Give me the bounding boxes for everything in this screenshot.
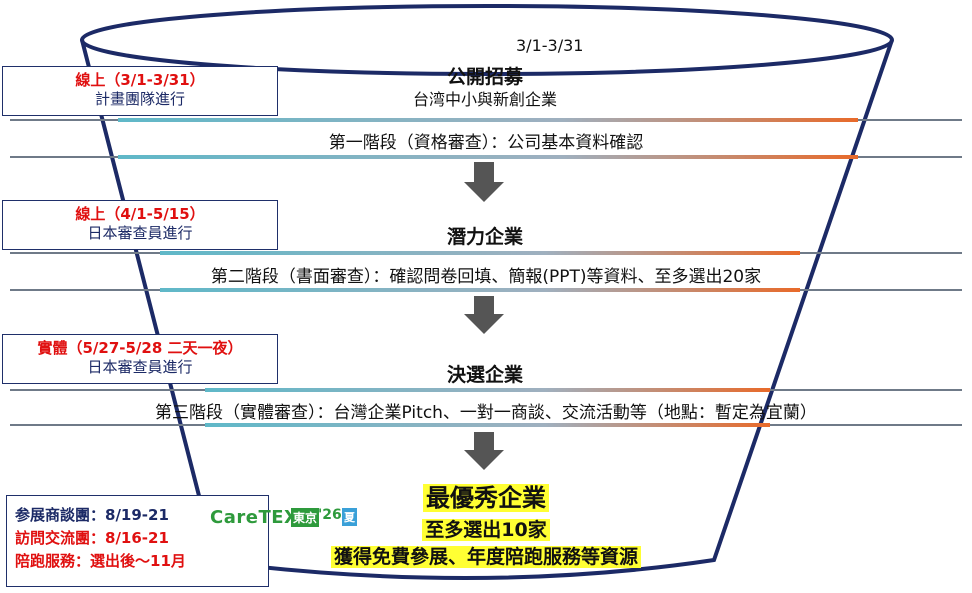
caretex-year: '26 xyxy=(318,507,342,523)
final-title-text: 最優秀企業 xyxy=(423,484,549,512)
box1-team: 計畫團隊進行 xyxy=(94,90,185,108)
stage2-title: 潛力企業 xyxy=(446,226,523,248)
box-online-1: 線上（3/1-3/31） 計畫團隊進行 xyxy=(2,66,278,116)
stage1-subtitle: 台湾中小與新創企業 xyxy=(412,90,557,109)
box1-date: 線上（3/1-3/31） xyxy=(75,71,205,89)
final-title: 最優秀企業 xyxy=(0,478,972,513)
stage1-title: 公開招募 xyxy=(446,66,523,88)
down-arrow-icon xyxy=(464,162,504,202)
funnel-rim xyxy=(80,4,894,76)
final-line1: 至多選出10家 xyxy=(0,515,972,542)
box-onsite-3: 實體（5/27-5/28 二天一夜） 日本審查員進行 xyxy=(2,334,278,384)
exhibit-row-2: 訪問交流團：8/16-21 xyxy=(15,529,169,547)
stage3-title: 決選企業 xyxy=(446,364,523,386)
caretex-logo: CareTEX xyxy=(210,507,299,528)
phase1-label: 第一階段（資格審查）：公司基本資料確認 xyxy=(328,133,644,153)
exhibit-row-3: 陪跑服務：選出後～11月 xyxy=(15,552,186,570)
final-line1-text: 至多選出10家 xyxy=(422,519,550,541)
box3-team: 日本審查員進行 xyxy=(87,358,193,376)
phase3-label: 第三階段（實體審查）：台灣企業Pitch、一對一商談、交流活動等（地點：暫定為宜… xyxy=(155,403,817,423)
exhibit-info-box: 参展商談團：8/19-21 訪問交流團：8/16-21 陪跑服務：選出後～11月 xyxy=(6,495,269,587)
final-line2-text: 獲得免費參展、年度陪跑服務等資源 xyxy=(330,546,641,568)
caretex-city-badge: 東京 xyxy=(291,508,320,527)
exhibit-row-1: 参展商談團：8/19-21 xyxy=(15,506,169,524)
top-date-label: 3/1-3/31 xyxy=(516,36,584,55)
box2-team: 日本審查員進行 xyxy=(87,224,193,242)
box2-date: 線上（4/1-5/15） xyxy=(75,205,205,223)
box3-date: 實體（5/27-5/28 二天一夜） xyxy=(37,339,243,357)
down-arrow-icon xyxy=(464,432,504,470)
funnel-outline xyxy=(80,39,894,581)
caretex-season-badge: 夏 xyxy=(342,508,357,526)
box-online-2: 線上（4/1-5/15） 日本審查員進行 xyxy=(2,200,278,250)
final-line2: 獲得免費參展、年度陪跑服務等資源 xyxy=(0,542,972,569)
down-arrow-icon xyxy=(464,296,504,334)
phase2-label: 第二階段（書面審查）：確認問卷回填、簡報(PPT)等資料、至多選出20家 xyxy=(210,267,762,287)
